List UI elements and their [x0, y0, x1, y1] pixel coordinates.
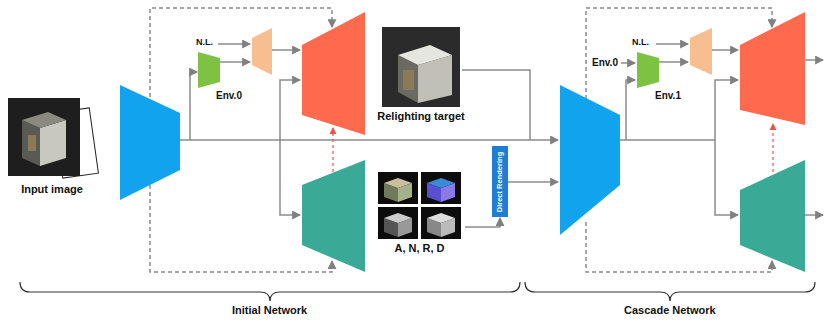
node-text: A, N, R, D — [376, 242, 463, 255]
roughness-map — [378, 207, 418, 239]
encoder — [120, 85, 180, 200]
feature-wire — [280, 80, 300, 140]
feature-wire — [180, 139, 558, 141]
depth-map — [421, 207, 461, 239]
light-decoder — [252, 28, 272, 75]
feature-wire — [621, 62, 635, 64]
guidance-arrow — [332, 128, 333, 172]
feature-wire — [218, 43, 250, 45]
feature-wire — [659, 61, 688, 63]
feature-wire — [190, 72, 197, 140]
feature-wire — [280, 140, 300, 215]
connector — [465, 218, 500, 227]
material-decoder — [740, 160, 805, 272]
feature-wire — [272, 49, 300, 51]
relighting-output-node: Relighting target — [365, 27, 477, 123]
env-encoder: Env.1 — [637, 52, 689, 104]
annotation-label: Initial Network — [232, 304, 307, 317]
feature-wire — [715, 80, 738, 140]
node-text: Relighting target — [365, 110, 477, 123]
guidance-arrow — [772, 124, 773, 172]
env-encoder-shape — [637, 52, 659, 88]
annotation-label: Env.0 — [592, 57, 618, 69]
albedo-map — [378, 172, 418, 204]
feature-wire — [462, 70, 530, 140]
node-text: Direct Rendering — [495, 151, 505, 211]
feature-wire — [715, 140, 738, 215]
feature-wire — [626, 80, 635, 140]
output-wire — [805, 214, 823, 216]
feature-wire — [620, 139, 715, 141]
input-photo — [8, 98, 98, 178]
group-brace — [20, 282, 520, 301]
annotation-label: N.L. — [196, 37, 213, 48]
feature-wire — [508, 181, 558, 183]
direct-rendering-box: Direct Rendering — [492, 146, 508, 217]
relit-photo — [382, 27, 460, 107]
encoder — [560, 85, 620, 235]
output-wire — [805, 59, 823, 61]
node-text: Env.1 — [655, 90, 681, 102]
feature-wire — [712, 49, 738, 51]
annotation-label: Cascade Network — [624, 304, 716, 317]
env-encoder-shape — [198, 52, 220, 88]
group-brace — [525, 282, 815, 301]
node-text: Env.0 — [216, 90, 242, 102]
feature-wire — [220, 61, 250, 63]
light-decoder — [690, 28, 712, 75]
relighting-decoder — [302, 12, 365, 135]
material-decoder — [302, 160, 365, 272]
feature-wire — [656, 43, 688, 45]
relighting-decoder — [740, 12, 805, 125]
env-encoder: Env.0 — [198, 52, 250, 104]
intrinsics-node: A, N, R, D — [376, 172, 463, 255]
annotation-label: N.L. — [632, 37, 649, 48]
input-image-node: Input image — [4, 96, 100, 196]
normal-map — [421, 172, 461, 204]
node-text: Input image — [4, 183, 100, 196]
